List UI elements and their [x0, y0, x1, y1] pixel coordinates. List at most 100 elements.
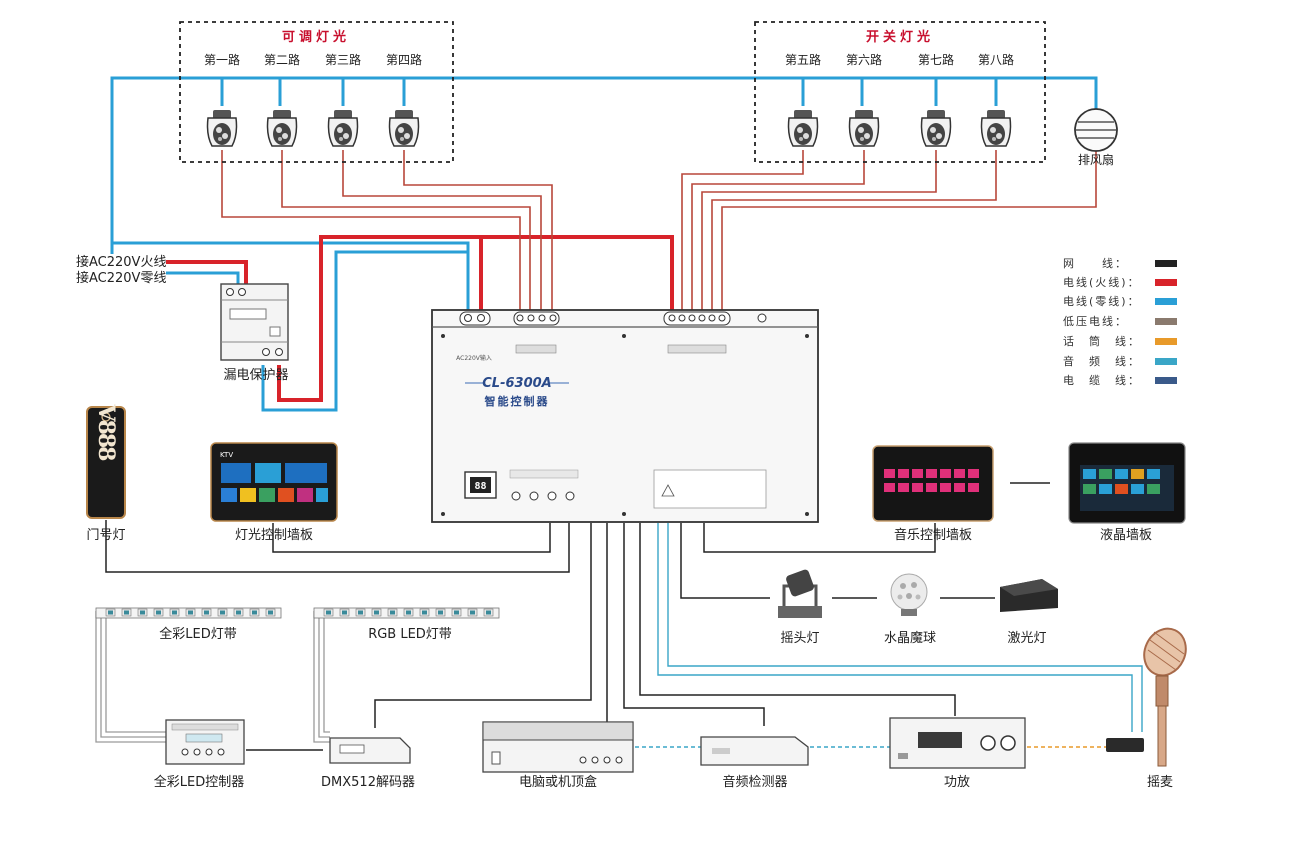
legend-swatch	[1155, 260, 1177, 267]
main-controller: AC220V输入 CL-6300A 智能控制器 88	[431, 309, 819, 523]
full-led-controller: 全彩LED控制器	[154, 719, 245, 790]
spotlight-icon	[266, 109, 298, 147]
crystal-ball-label: 水晶魔球	[884, 631, 936, 646]
dimmable-group-title: 可调灯光	[282, 29, 350, 45]
controller-name: 智能控制器	[485, 394, 550, 408]
display-digits: 88	[474, 481, 486, 492]
full-led-strip-label: 全彩LED灯带	[159, 626, 236, 642]
light-panel-label: 灯光控制墙板	[235, 528, 313, 543]
net-effects	[680, 523, 995, 599]
led-strip-wires-a	[95, 611, 166, 743]
rgb-led-strip-label: RGB LED灯带	[368, 627, 452, 642]
microphone-label: 摇麦	[1147, 775, 1173, 790]
music-control-panel: 音乐控制墙板	[872, 445, 994, 543]
legend-label: 电线(零线)：	[1063, 294, 1141, 308]
rgb-led-strip: RGB LED灯带	[313, 607, 500, 642]
channel-label: 第五路	[785, 52, 821, 67]
pc-set-top-box: 电脑或机顶盒	[482, 721, 634, 790]
exhaust-fan: 排风扇	[1074, 108, 1118, 167]
legend: 网 线： 电线(火线)： 电线(零线)： 低压电线： 话 筒 线： 音 频 线：…	[1063, 256, 1177, 387]
switch-group-title: 开关灯光	[866, 29, 934, 45]
legend-swatch	[1155, 318, 1177, 325]
legend-label: 低压电线：	[1063, 314, 1128, 328]
warning-label	[653, 469, 767, 509]
moving-head-icon	[786, 569, 814, 597]
neutral-wire-main	[110, 76, 1098, 254]
legend-swatch	[1155, 377, 1177, 384]
microphone-icon	[1143, 627, 1187, 677]
spotlight-icon	[388, 109, 420, 147]
music-panel-label: 音乐控制墙板	[894, 527, 972, 543]
door-light: V888 门号灯	[86, 404, 126, 543]
panel-brand: KTV	[220, 451, 233, 459]
audio-wire-mic2	[667, 523, 1143, 732]
leakage-breaker: 漏电保护器	[220, 283, 289, 383]
amplifier: 功放	[889, 717, 1026, 790]
switch-group-box	[754, 21, 1046, 163]
legend-label: 网 线：	[1063, 256, 1128, 270]
laser-light: 激光灯	[1000, 579, 1058, 646]
led-strip-wires-b	[313, 611, 330, 743]
neutral-wire-input	[166, 271, 240, 288]
net-audio	[623, 523, 765, 726]
channel-label: 第三路	[325, 52, 361, 67]
channel-label: 第二路	[264, 52, 300, 67]
audio-detector: 音频检测器	[700, 736, 809, 790]
ac-input-label: AC220V输入	[456, 354, 492, 362]
switch-lamp-feeds	[681, 150, 1097, 312]
full-led-ctrl-label: 全彩LED控制器	[154, 774, 244, 790]
legend-label: 音 频 线：	[1063, 354, 1141, 368]
crystal-ball-icon	[890, 573, 928, 611]
legend-swatch	[1155, 279, 1177, 286]
switch-lamps: 第五路 第六路 第七路 第八路	[785, 52, 1014, 147]
dmx-decoder-label: DMX512解码器	[321, 775, 415, 790]
fan-label: 排风扇	[1078, 152, 1114, 167]
legend-label: 电 缆 线：	[1063, 373, 1141, 387]
channel-label: 第八路	[978, 52, 1014, 67]
moving-head-label: 摇头灯	[780, 631, 819, 646]
audio-wire-mic	[657, 523, 1133, 732]
net-light-panel	[272, 523, 551, 553]
net-amp	[639, 523, 956, 716]
warning-icon	[661, 484, 675, 497]
lcd-wall-panel: 液晶墙板	[1068, 442, 1186, 543]
controller-key[interactable]	[565, 491, 575, 501]
spotlight-icon	[327, 109, 359, 147]
legend-swatch	[1155, 338, 1177, 345]
controller-model: CL-6300A	[482, 376, 551, 391]
breaker-label: 漏电保护器	[223, 367, 288, 383]
net-dmx	[374, 523, 592, 728]
live-wire-input	[166, 260, 248, 288]
neutral-input-label: 接AC220V零线	[76, 270, 166, 286]
net-door-light	[105, 520, 570, 573]
controller-key[interactable]	[529, 491, 539, 501]
neutral-wire-breaker	[261, 250, 468, 412]
legend-swatch	[1155, 298, 1177, 305]
dim-lamp-feeds	[221, 150, 553, 312]
door-light-label: 门号灯	[86, 528, 125, 543]
pc-box-label: 电脑或机顶盒	[519, 774, 597, 790]
moving-head-light: 摇头灯	[778, 569, 822, 646]
lcd-panel-label: 液晶墙板	[1100, 528, 1152, 543]
dmx-decoder: DMX512解码器	[321, 737, 415, 790]
spotlight-icon	[920, 109, 952, 147]
legend-label: 话 筒 线：	[1063, 334, 1141, 348]
spotlight-icon	[206, 109, 238, 147]
neutral-wire-to-controller	[110, 230, 470, 312]
live-input-label: 接AC220V火线	[76, 254, 166, 270]
light-control-panel: KTV 灯光控制墙板	[210, 442, 338, 543]
neutral-wire-taps	[220, 78, 998, 106]
door-number: V888	[93, 404, 119, 462]
legend-label: 电线(火线)：	[1063, 275, 1141, 289]
microphone: 摇麦	[1106, 627, 1187, 790]
spotlight-icon	[980, 109, 1012, 147]
amplifier-label: 功放	[944, 775, 970, 790]
channel-label: 第四路	[386, 52, 422, 67]
controller-key[interactable]	[511, 491, 521, 501]
net-music-panel	[703, 523, 936, 553]
spotlight-icon	[787, 109, 819, 147]
controller-key[interactable]	[547, 491, 557, 501]
full-color-led-strip: 全彩LED灯带	[95, 607, 282, 642]
live-wire-breaker	[277, 235, 483, 402]
